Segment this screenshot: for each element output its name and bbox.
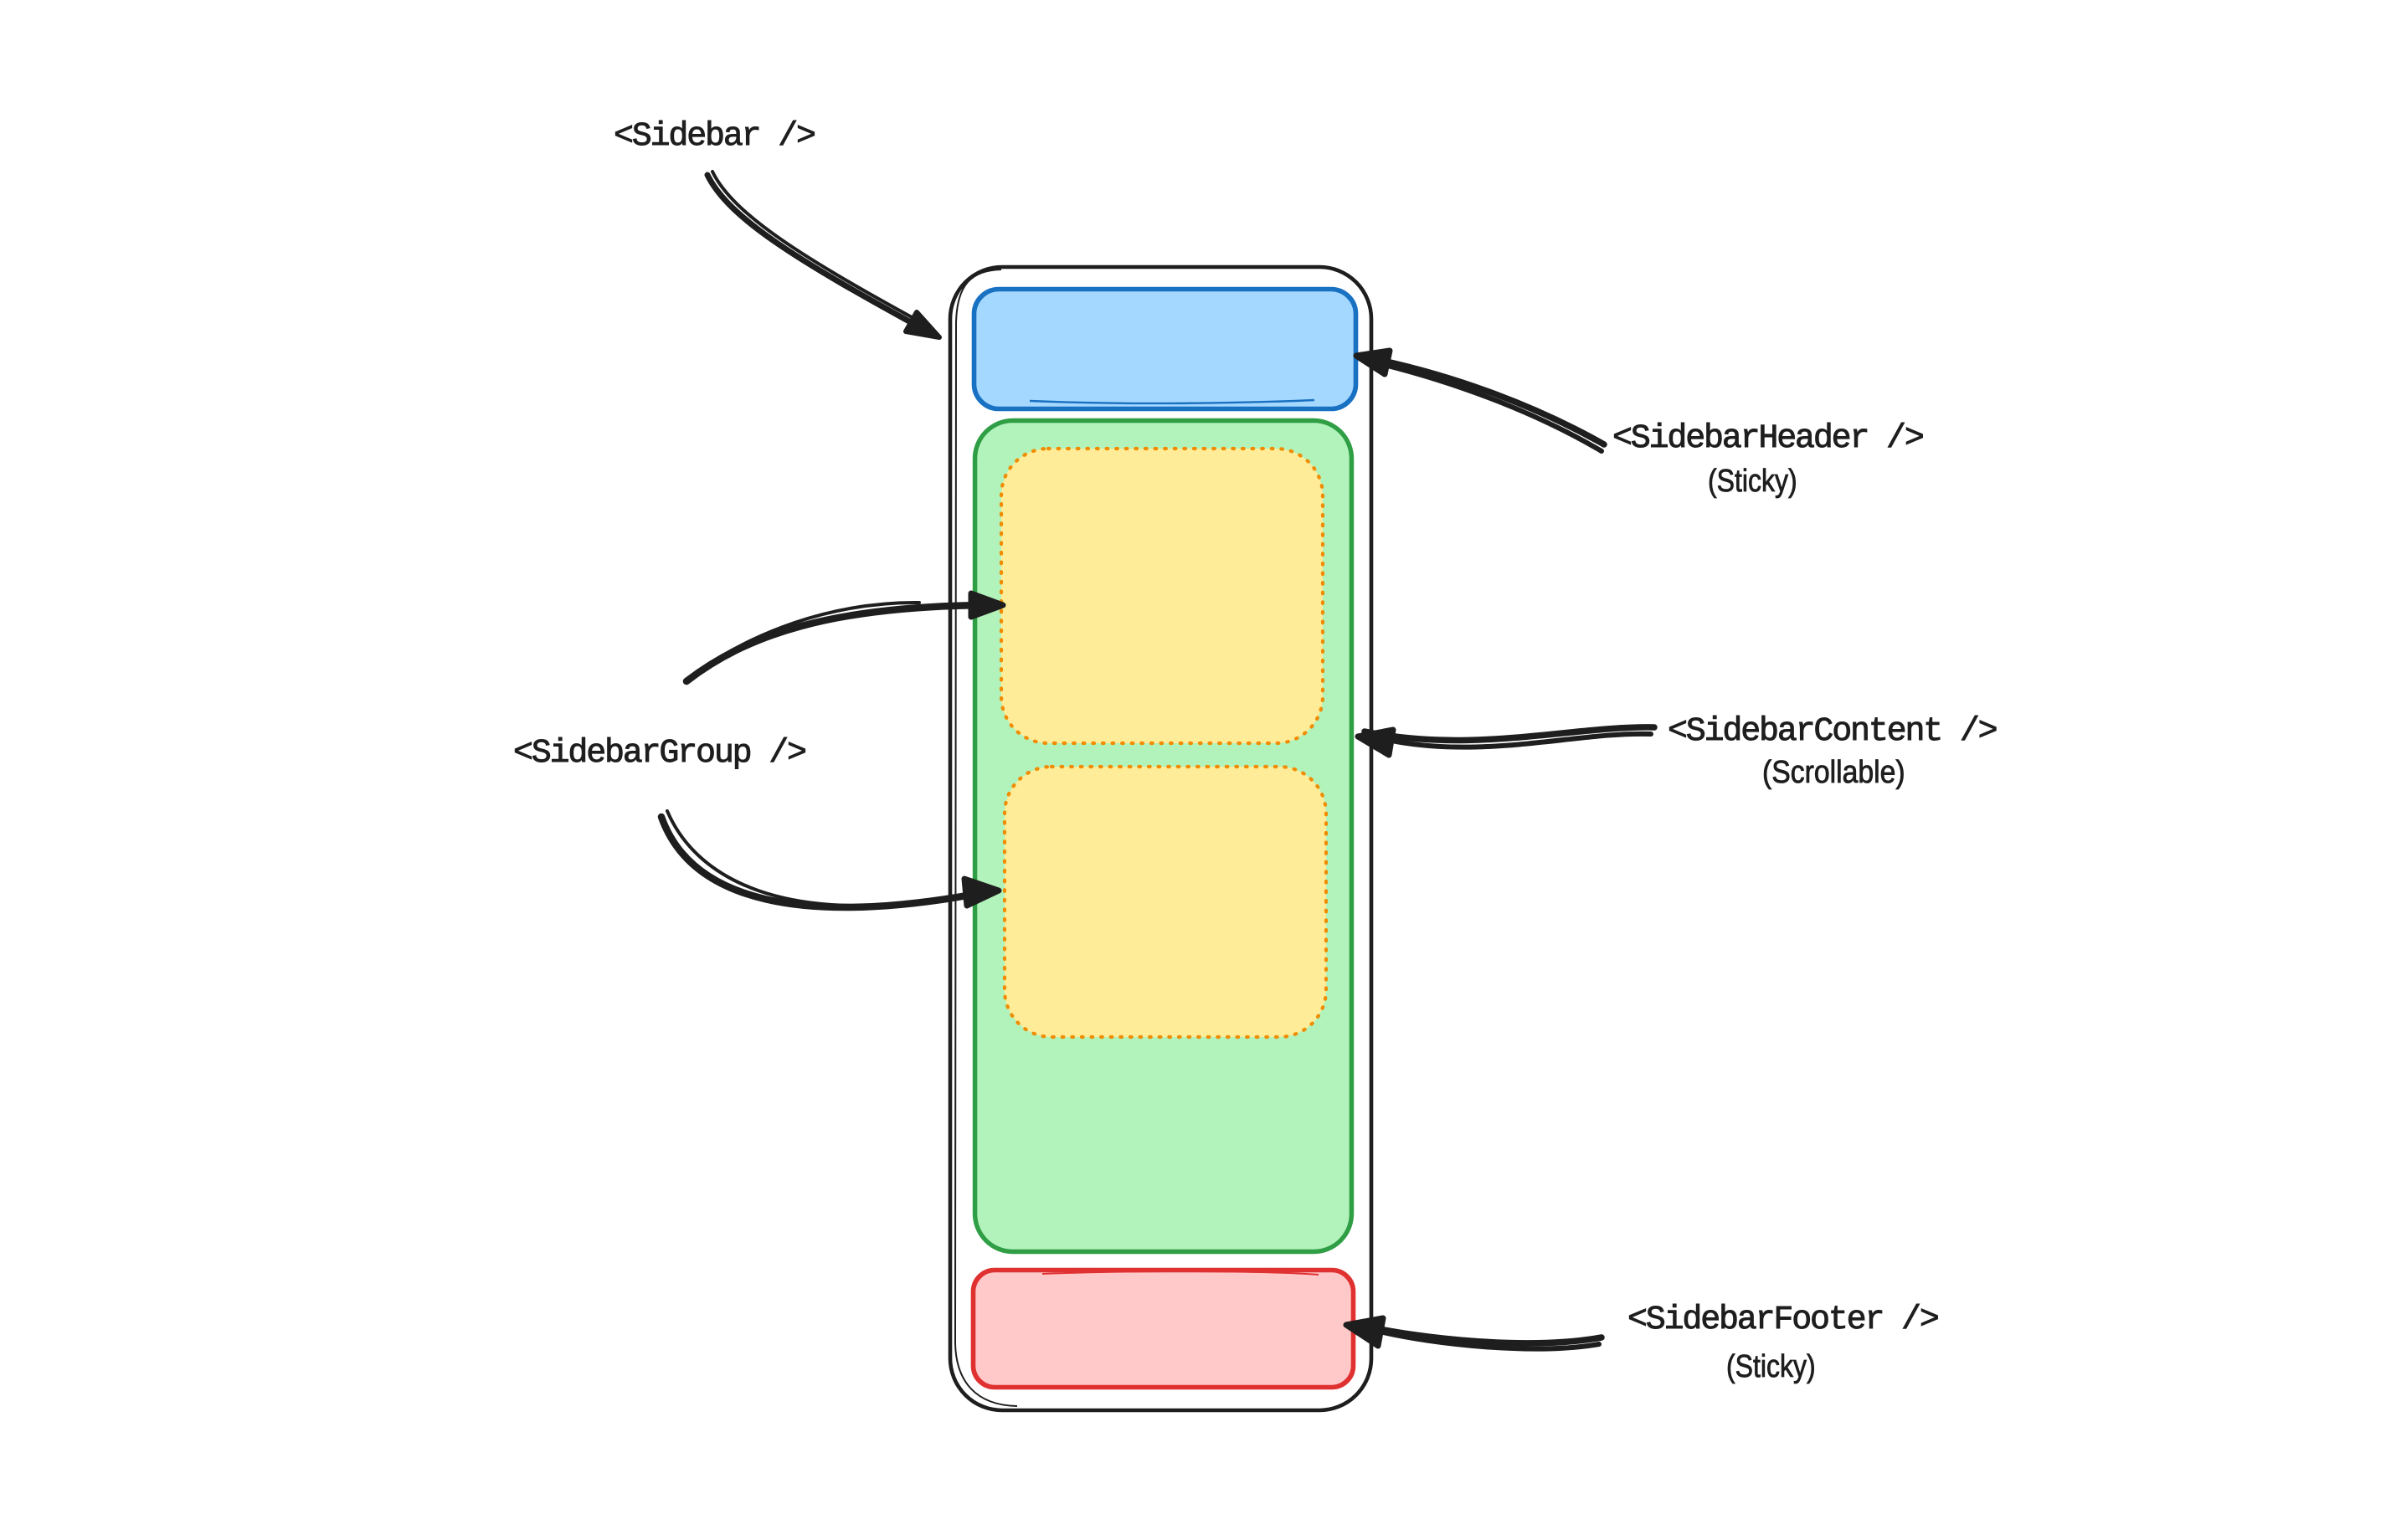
svg-text:(Sticky): (Sticky) xyxy=(1708,463,1797,498)
svg-text:(Sticky): (Sticky) xyxy=(1726,1348,1816,1383)
svg-text:(Scrollable): (Scrollable) xyxy=(1762,753,1905,790)
svg-text:<SidebarContent />: <SidebarContent /> xyxy=(1668,713,1997,751)
svg-text:<SidebarHeader />: <SidebarHeader /> xyxy=(1612,420,1923,458)
svg-text:<SidebarFooter />: <SidebarFooter /> xyxy=(1627,1301,1938,1339)
svg-text:<Sidebar />: <Sidebar /> xyxy=(614,118,815,156)
svg-text:<SidebarGroup />: <SidebarGroup /> xyxy=(513,735,805,773)
